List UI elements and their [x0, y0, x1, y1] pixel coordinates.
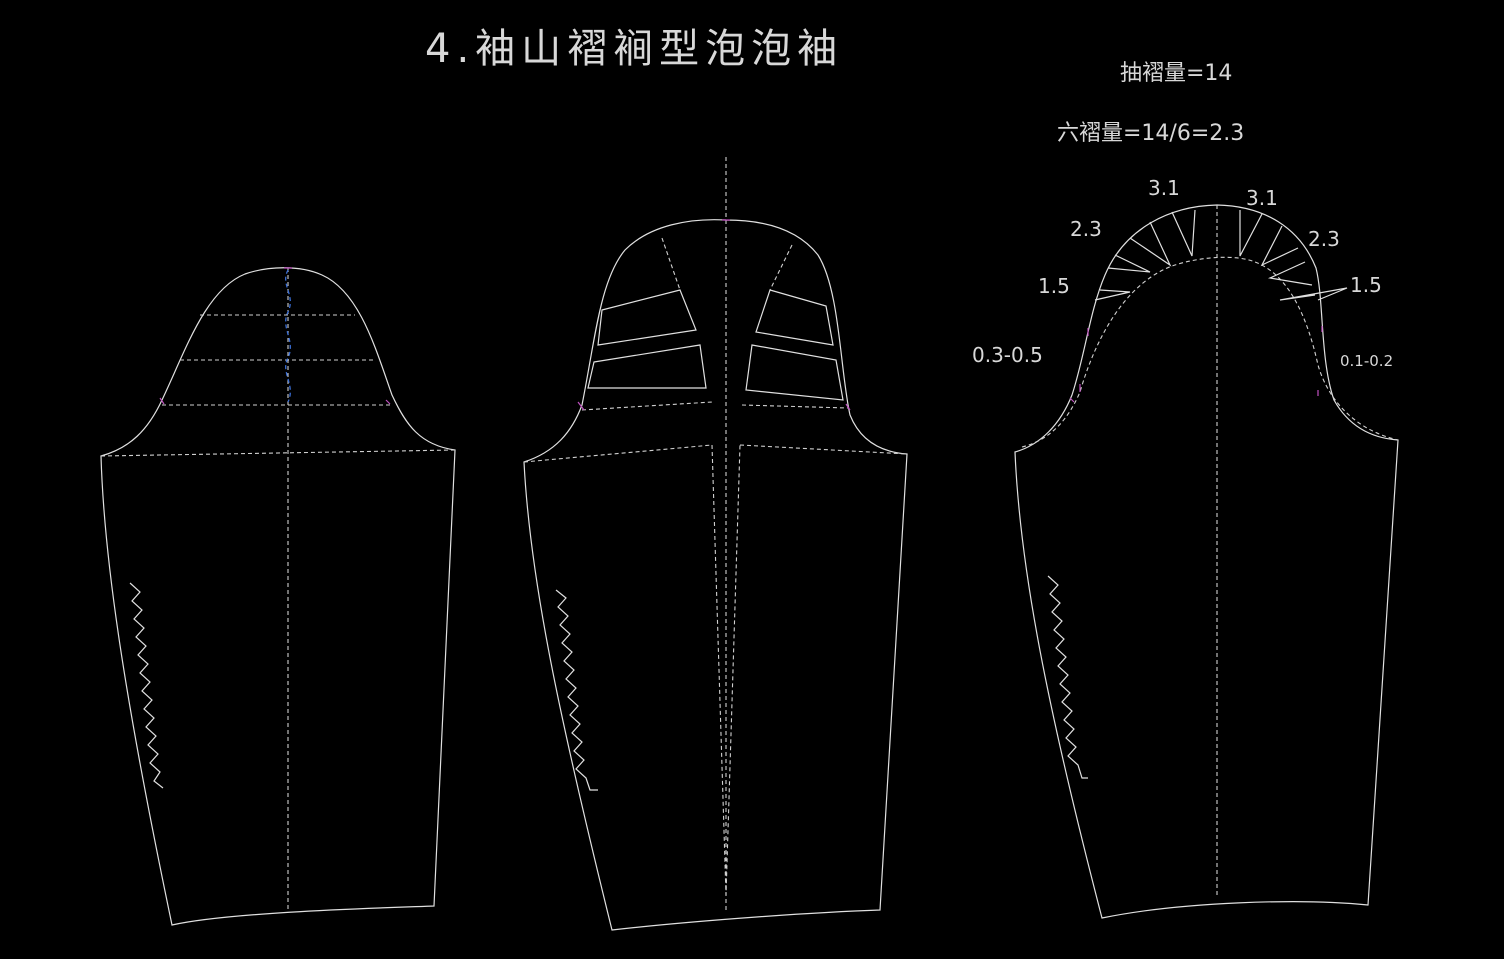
pleat-label-low-right: 0.1-0.2 — [1340, 352, 1393, 370]
original-cap-line — [1021, 256, 1399, 448]
pleat-label-top-left: 3.1 — [1148, 176, 1180, 200]
sleeve-final: 3.1 3.1 2.3 2.3 1.5 1.5 0.3-0.5 0.1-0.2 — [972, 176, 1399, 919]
notch-marks — [1069, 326, 1323, 403]
diagram-title: 4.袖山褶裥型泡泡袖 — [425, 26, 843, 72]
pleat-label-upper-left: 2.3 — [1070, 217, 1102, 241]
elbow-ease-zigzag — [1047, 575, 1088, 779]
pleat-guide-left-3 — [581, 401, 713, 411]
bicep-line — [100, 449, 456, 457]
spread-wedge — [711, 444, 741, 896]
pleat-fan-right — [1239, 210, 1348, 301]
cut-spread-line — [285, 269, 291, 403]
gather-amount-note: 抽褶量=14 — [1120, 61, 1232, 86]
pleat-wedge-left-2 — [587, 344, 707, 389]
six-pleats-note: 六褶量=14/6=2.3 — [1057, 121, 1244, 146]
sleeve-base-outline — [100, 267, 456, 926]
sleeve-base — [100, 267, 456, 926]
sleeve-final-outline — [1014, 204, 1399, 919]
pleat-fan-left — [1094, 209, 1196, 301]
pleat-wedge-right-2 — [745, 344, 844, 401]
pleat-guide-right-top — [769, 244, 793, 291]
pleat-label-mid-right: 1.5 — [1350, 273, 1382, 297]
notch-marks — [159, 267, 391, 405]
pleat-wedge-left-1 — [597, 289, 697, 346]
sleeve-spread-outline — [523, 219, 908, 931]
notch-marks — [577, 219, 851, 411]
pleat-guide-left-top — [661, 237, 681, 291]
spread-bicep-left — [523, 444, 713, 463]
elbow-ease-zigzag — [555, 589, 598, 791]
pleat-guide-right-3 — [741, 404, 849, 409]
spread-bicep-right — [739, 444, 908, 455]
elbow-ease-zigzag — [129, 582, 164, 789]
pleat-label-low-left: 0.3-0.5 — [972, 343, 1043, 367]
sleeve-spread — [523, 157, 908, 931]
pleat-label-mid-left: 1.5 — [1038, 274, 1070, 298]
pleat-label-upper-right: 2.3 — [1308, 227, 1340, 251]
pleat-wedge-right-1 — [755, 289, 834, 346]
pleat-label-top-right: 3.1 — [1246, 186, 1278, 210]
